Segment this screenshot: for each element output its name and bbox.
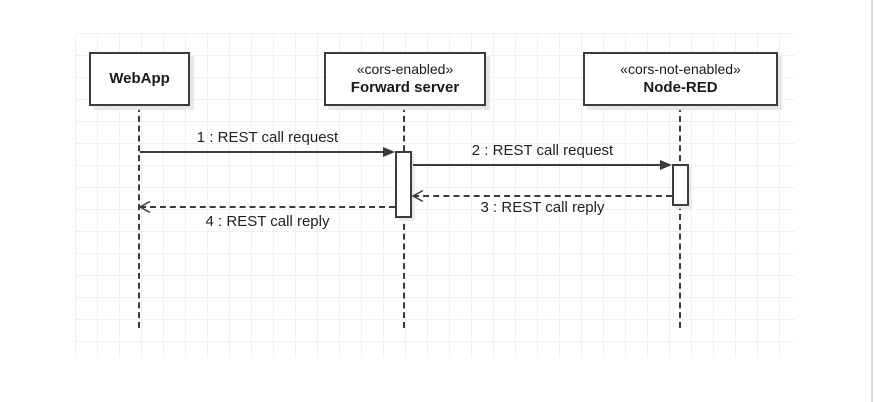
activation-forward-server [395, 151, 412, 218]
message-3-label: 3 : REST call reply [480, 199, 605, 216]
actor-forward-server-stereotype: «cors-enabled» [356, 61, 454, 78]
actor-forward-server-name: Forward server [350, 79, 460, 97]
actor-node-red: «cors-not-enabled» Node-RED [583, 52, 778, 106]
filled-arrowhead-icon [660, 160, 672, 170]
message-2-line [413, 164, 661, 166]
actor-forward-server: «cors-enabled» Forward server [324, 52, 486, 106]
message-1-line [140, 151, 384, 153]
lifeline-node-red [679, 106, 681, 328]
message-4-line [140, 206, 395, 208]
filled-arrowhead-icon [383, 147, 395, 157]
open-arrowhead-icon [411, 189, 425, 208]
message-1-label: 1 : REST call request [196, 129, 339, 146]
activation-node-red [672, 164, 689, 206]
actor-node-red-stereotype: «cors-not-enabled» [620, 61, 741, 78]
lifeline-webapp [138, 106, 140, 328]
actor-webapp: WebApp [89, 52, 190, 106]
actor-node-red-name: Node-RED [643, 79, 718, 97]
open-arrowhead-icon [138, 200, 152, 219]
message-2-label: 2 : REST call request [471, 142, 614, 159]
actor-webapp-name: WebApp [109, 70, 170, 88]
message-4-label: 4 : REST call reply [205, 213, 330, 230]
message-3-line [413, 195, 672, 197]
canvas-right-border [871, 0, 873, 402]
